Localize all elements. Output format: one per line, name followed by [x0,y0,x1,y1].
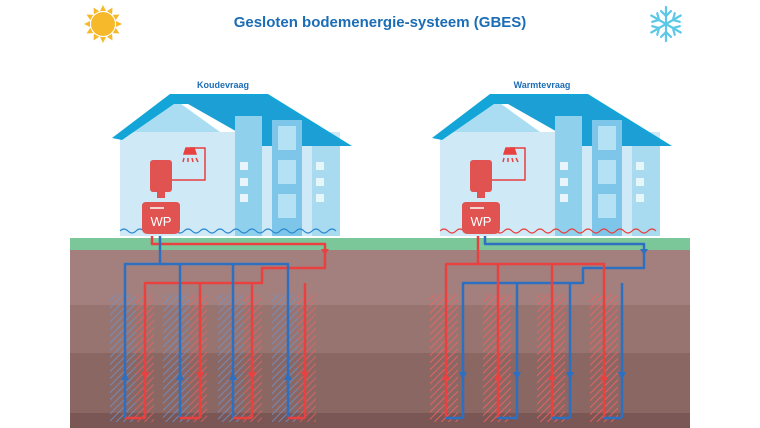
window [560,194,568,202]
snowflake-icon [650,5,682,43]
window [316,162,324,170]
window [240,162,248,170]
boiler-stand [157,192,165,198]
window [278,126,296,150]
arrow-down [459,372,467,380]
arrow-down [141,372,149,380]
wall-panel [312,146,340,236]
window [560,178,568,186]
diagram-title: Gesloten bodemenergie-systeem (GBES) [233,14,527,31]
sun-icon [84,5,122,43]
wall-panel [555,116,582,236]
borehole-column [110,294,136,422]
flow-arrows [121,249,648,380]
heat-pump-label: WP [471,214,492,229]
heat-pump [462,202,500,234]
borehole-column [272,294,298,422]
arrow-up [229,372,237,380]
pipes-right [444,234,646,420]
boiler-tank [150,160,172,192]
borehole-column [430,294,458,422]
arrow-up [121,372,129,380]
arrow-down [321,249,329,255]
arrow-down [618,372,626,380]
house-left: WP [112,94,352,236]
window [598,160,616,184]
heat-pump [142,202,180,234]
arrow-up [176,372,184,380]
shower-icon [170,147,206,181]
borehole-column [298,294,316,422]
window [636,194,644,202]
boiler-stand [477,192,485,198]
arrow-down [566,372,574,380]
boiler-tank [470,160,492,192]
window [278,194,296,218]
borehole-column [189,294,207,422]
heat-pump-label: WP [151,214,172,229]
borehole-column [163,294,189,422]
window [598,126,616,150]
arrow-down [248,372,256,380]
window [598,194,616,218]
arrow-down [513,372,521,380]
arrow-up [548,372,556,380]
window [278,160,296,184]
window [316,194,324,202]
arrow-up [442,372,450,380]
arrow-down [301,372,309,380]
window [240,194,248,202]
arrow-up [284,372,292,380]
window [316,178,324,186]
house-right: WP [432,94,672,236]
window [636,162,644,170]
grass-strip [70,238,690,250]
window [560,162,568,170]
pipes-left [123,234,327,420]
borehole-column [218,294,244,422]
shower-icon [490,147,526,181]
window [240,178,248,186]
window [636,178,644,186]
arrow-down [640,249,648,255]
caption-heating-demand: Warmtevraag [513,80,571,90]
arrow-up [494,372,502,380]
caption-cooling-demand: Koudevraag [196,80,249,90]
arrow-down [196,372,204,380]
arrow-up [600,372,608,380]
wall-panel [235,116,262,236]
wall-panel [632,146,660,236]
